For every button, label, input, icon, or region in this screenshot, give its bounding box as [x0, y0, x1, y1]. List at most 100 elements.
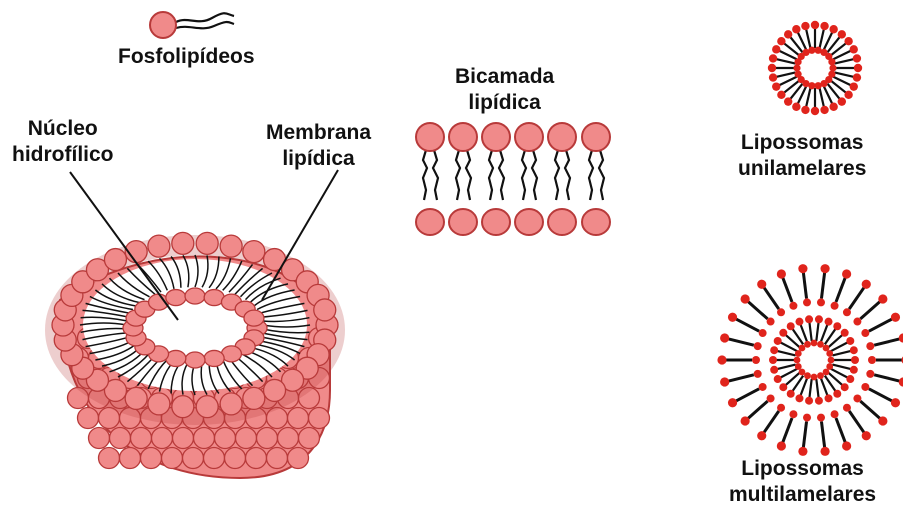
multi-outer-inner-head [861, 329, 869, 337]
uni-outer-head [769, 54, 777, 62]
multi-core-head [811, 340, 818, 347]
multi-inner-outer-head [774, 375, 782, 383]
multi-outer-head [777, 269, 786, 278]
uni-inner-head [808, 47, 815, 54]
multi-outer-inner-head [752, 356, 760, 364]
outer-rim-head [243, 387, 265, 409]
multi-core-head [811, 374, 818, 381]
multi-inner-outer-head [795, 318, 803, 326]
uni-tail [819, 87, 823, 106]
inner-rim-head [185, 352, 205, 368]
phospholipid-label: Fosfolipídeos [118, 44, 255, 70]
multi-outer-tail [764, 288, 779, 309]
multi-inner-tail [816, 322, 818, 341]
bilayer-head-bottom [416, 209, 444, 235]
multi-inner-tail [821, 378, 828, 396]
uni-outer-head [777, 37, 785, 45]
multilamellar-label-line1: Lipossomas [729, 456, 876, 482]
outer-rim-head [220, 393, 242, 415]
bowl-head [236, 428, 257, 449]
multi-outer-tail [874, 339, 899, 345]
bowl-head [183, 448, 204, 469]
multi-outer-tail [869, 319, 892, 331]
bowl-head [141, 448, 162, 469]
multi-outer-tail [836, 418, 845, 442]
uni-outer-head [768, 64, 776, 72]
uni-tail [834, 72, 853, 76]
multi-outer-inner-head [754, 342, 762, 350]
uni-outer-head [820, 22, 828, 30]
multi-outer-head [720, 377, 729, 386]
multi-outer-head [842, 441, 851, 450]
multi-outer-tail [783, 418, 792, 442]
multi-inner-outer-head [825, 394, 833, 402]
multi-core-head [794, 357, 801, 364]
multi-outer-tail [821, 273, 824, 299]
inner-rim-head [185, 288, 205, 304]
bowl-head [246, 448, 267, 469]
multi-inner-outer-head [850, 366, 858, 374]
multi-outer-inner-head [866, 342, 874, 350]
uni-outer-head [801, 106, 809, 114]
outer-rim-head [104, 249, 126, 271]
multilamellar-liposome-illustration [717, 264, 903, 456]
multilamellar-label: Lipossomas multilamelares [729, 456, 876, 508]
multi-inner-outer-head [805, 315, 813, 323]
multi-outer-inner-head [831, 302, 839, 310]
multi-core-head [795, 363, 802, 370]
outer-rim-head [125, 387, 147, 409]
uni-tail [819, 29, 823, 48]
bilayer-tail [489, 150, 493, 200]
bilayer-head-top [482, 123, 510, 151]
inner-rim-head [204, 350, 224, 366]
multi-outer-tail [748, 302, 767, 319]
cutaway-liposome-illustration [52, 232, 338, 478]
uni-tail [776, 72, 795, 76]
multi-outer-head [899, 333, 903, 342]
multi-inner-outer-head [841, 383, 849, 391]
multi-core-head [828, 357, 835, 364]
bilayer-tail [565, 150, 570, 200]
multi-outer-tail [748, 401, 767, 418]
multi-outer-inner-head [861, 383, 869, 391]
uni-outer-head [772, 45, 780, 53]
bilayer-head-bottom [482, 209, 510, 235]
lipid-bilayer-illustration [416, 123, 610, 235]
multi-inner-outer-head [795, 394, 803, 402]
bowl-head [120, 448, 141, 469]
multi-outer-head [899, 377, 903, 386]
bowl-head [215, 428, 236, 449]
bowl-head [309, 408, 330, 429]
outer-rim-head [220, 235, 242, 257]
membrane-label-line1: Membrana [266, 120, 371, 146]
multi-outer-head [891, 398, 900, 407]
bilayer-head-bottom [515, 209, 543, 235]
multi-outer-head [741, 294, 750, 303]
bilayer-head-top [515, 123, 543, 151]
bowl-head [299, 428, 320, 449]
multi-outer-head [820, 264, 829, 273]
bilayer-tail [589, 150, 593, 200]
multi-outer-tail [860, 302, 879, 319]
multilamellar-label-line2: multilamelares [729, 482, 876, 508]
multi-outer-head [757, 280, 766, 289]
multi-inner-tail [801, 378, 808, 396]
multi-outer-inner-head [853, 318, 861, 326]
uni-outer-head [811, 107, 819, 115]
multi-inner-outer-head [841, 329, 849, 337]
multi-outer-head [728, 398, 737, 407]
phospholipid-icon [150, 12, 234, 38]
uni-inner-head [794, 71, 801, 78]
multi-outer-inner-head [777, 308, 785, 316]
multi-inner-outer-head [846, 337, 854, 345]
bowl-head [78, 408, 99, 429]
multi-inner-outer-head [851, 356, 859, 364]
outer-rim-head [196, 232, 218, 254]
multi-inner-tail [832, 351, 850, 356]
bilayer-tail [456, 150, 460, 200]
uni-outer-head [792, 103, 800, 111]
multi-inner-outer-head [770, 346, 778, 354]
multi-inner-outer-head [825, 318, 833, 326]
bilayer-label-line1: Bicamada [455, 64, 554, 90]
